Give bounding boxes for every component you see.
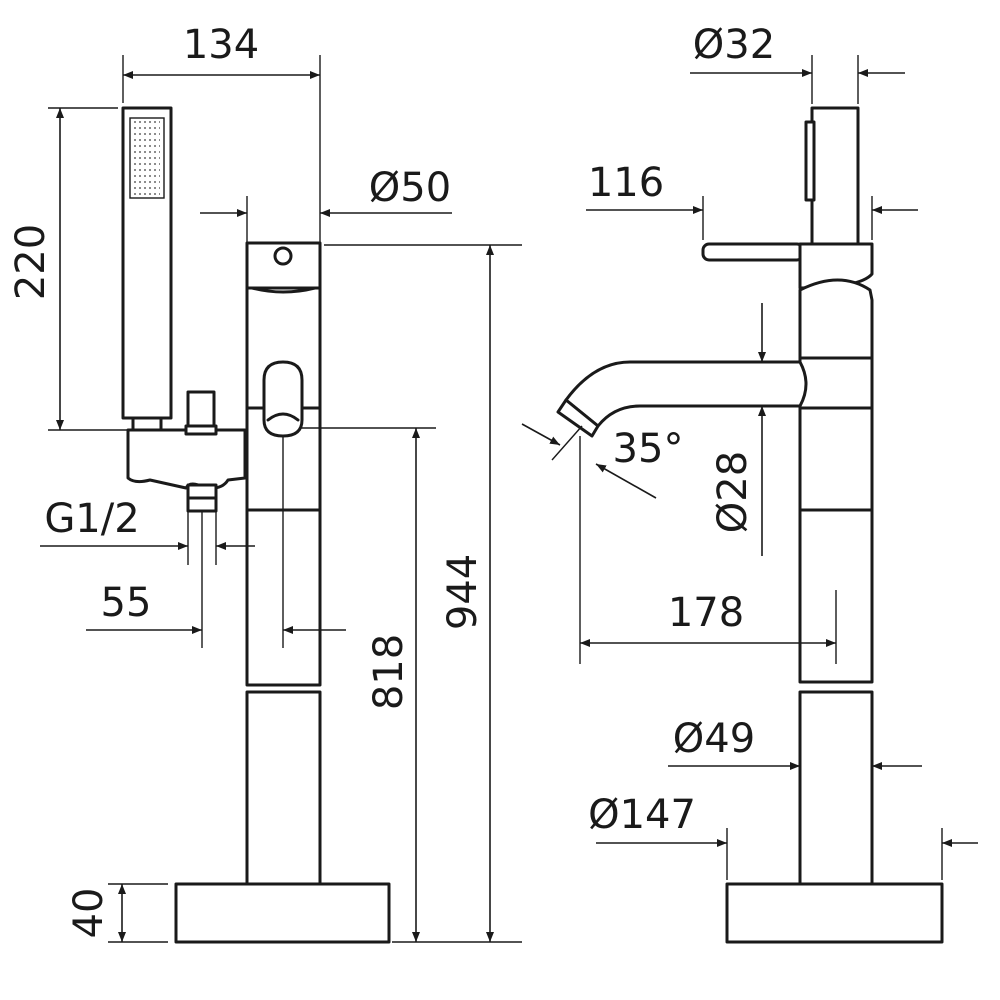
side-column — [798, 278, 874, 886]
front-view — [121, 106, 391, 944]
dim-o28-label: Ø28 — [710, 451, 756, 533]
dim-o50-label: Ø50 — [369, 165, 451, 211]
inlet-manifold — [126, 390, 247, 513]
dim-134-label: 134 — [183, 22, 259, 68]
floor-base — [174, 882, 391, 944]
dimension-labels: 134 220 Ø50 G1/2 55 818 944 40 Ø32 116 3… — [8, 22, 775, 938]
dim-o32-label: Ø32 — [693, 22, 775, 68]
dim-o147-label: Ø147 — [588, 792, 696, 838]
dim-944-label: 944 — [440, 554, 486, 630]
dim-40-label: 40 — [66, 888, 112, 939]
dim-220-label: 220 — [8, 224, 54, 300]
hand-shower — [121, 106, 173, 432]
dim-818-label: 818 — [366, 634, 412, 710]
dim-55-label: 55 — [101, 580, 152, 626]
dimension-lines — [40, 55, 978, 943]
hand-shower-side — [804, 106, 860, 246]
dim-g12-label: G1/2 — [44, 496, 139, 542]
mixer-body — [245, 241, 322, 886]
dim-35deg-label: 35° — [613, 426, 684, 472]
dim-o49-label: Ø49 — [673, 716, 755, 762]
side-view — [556, 106, 944, 944]
spout — [556, 360, 808, 438]
lever-handle — [701, 242, 874, 290]
dim-178-label: 178 — [668, 590, 744, 636]
dim-116-label: 116 — [588, 160, 664, 206]
side-floor-base — [725, 882, 944, 944]
